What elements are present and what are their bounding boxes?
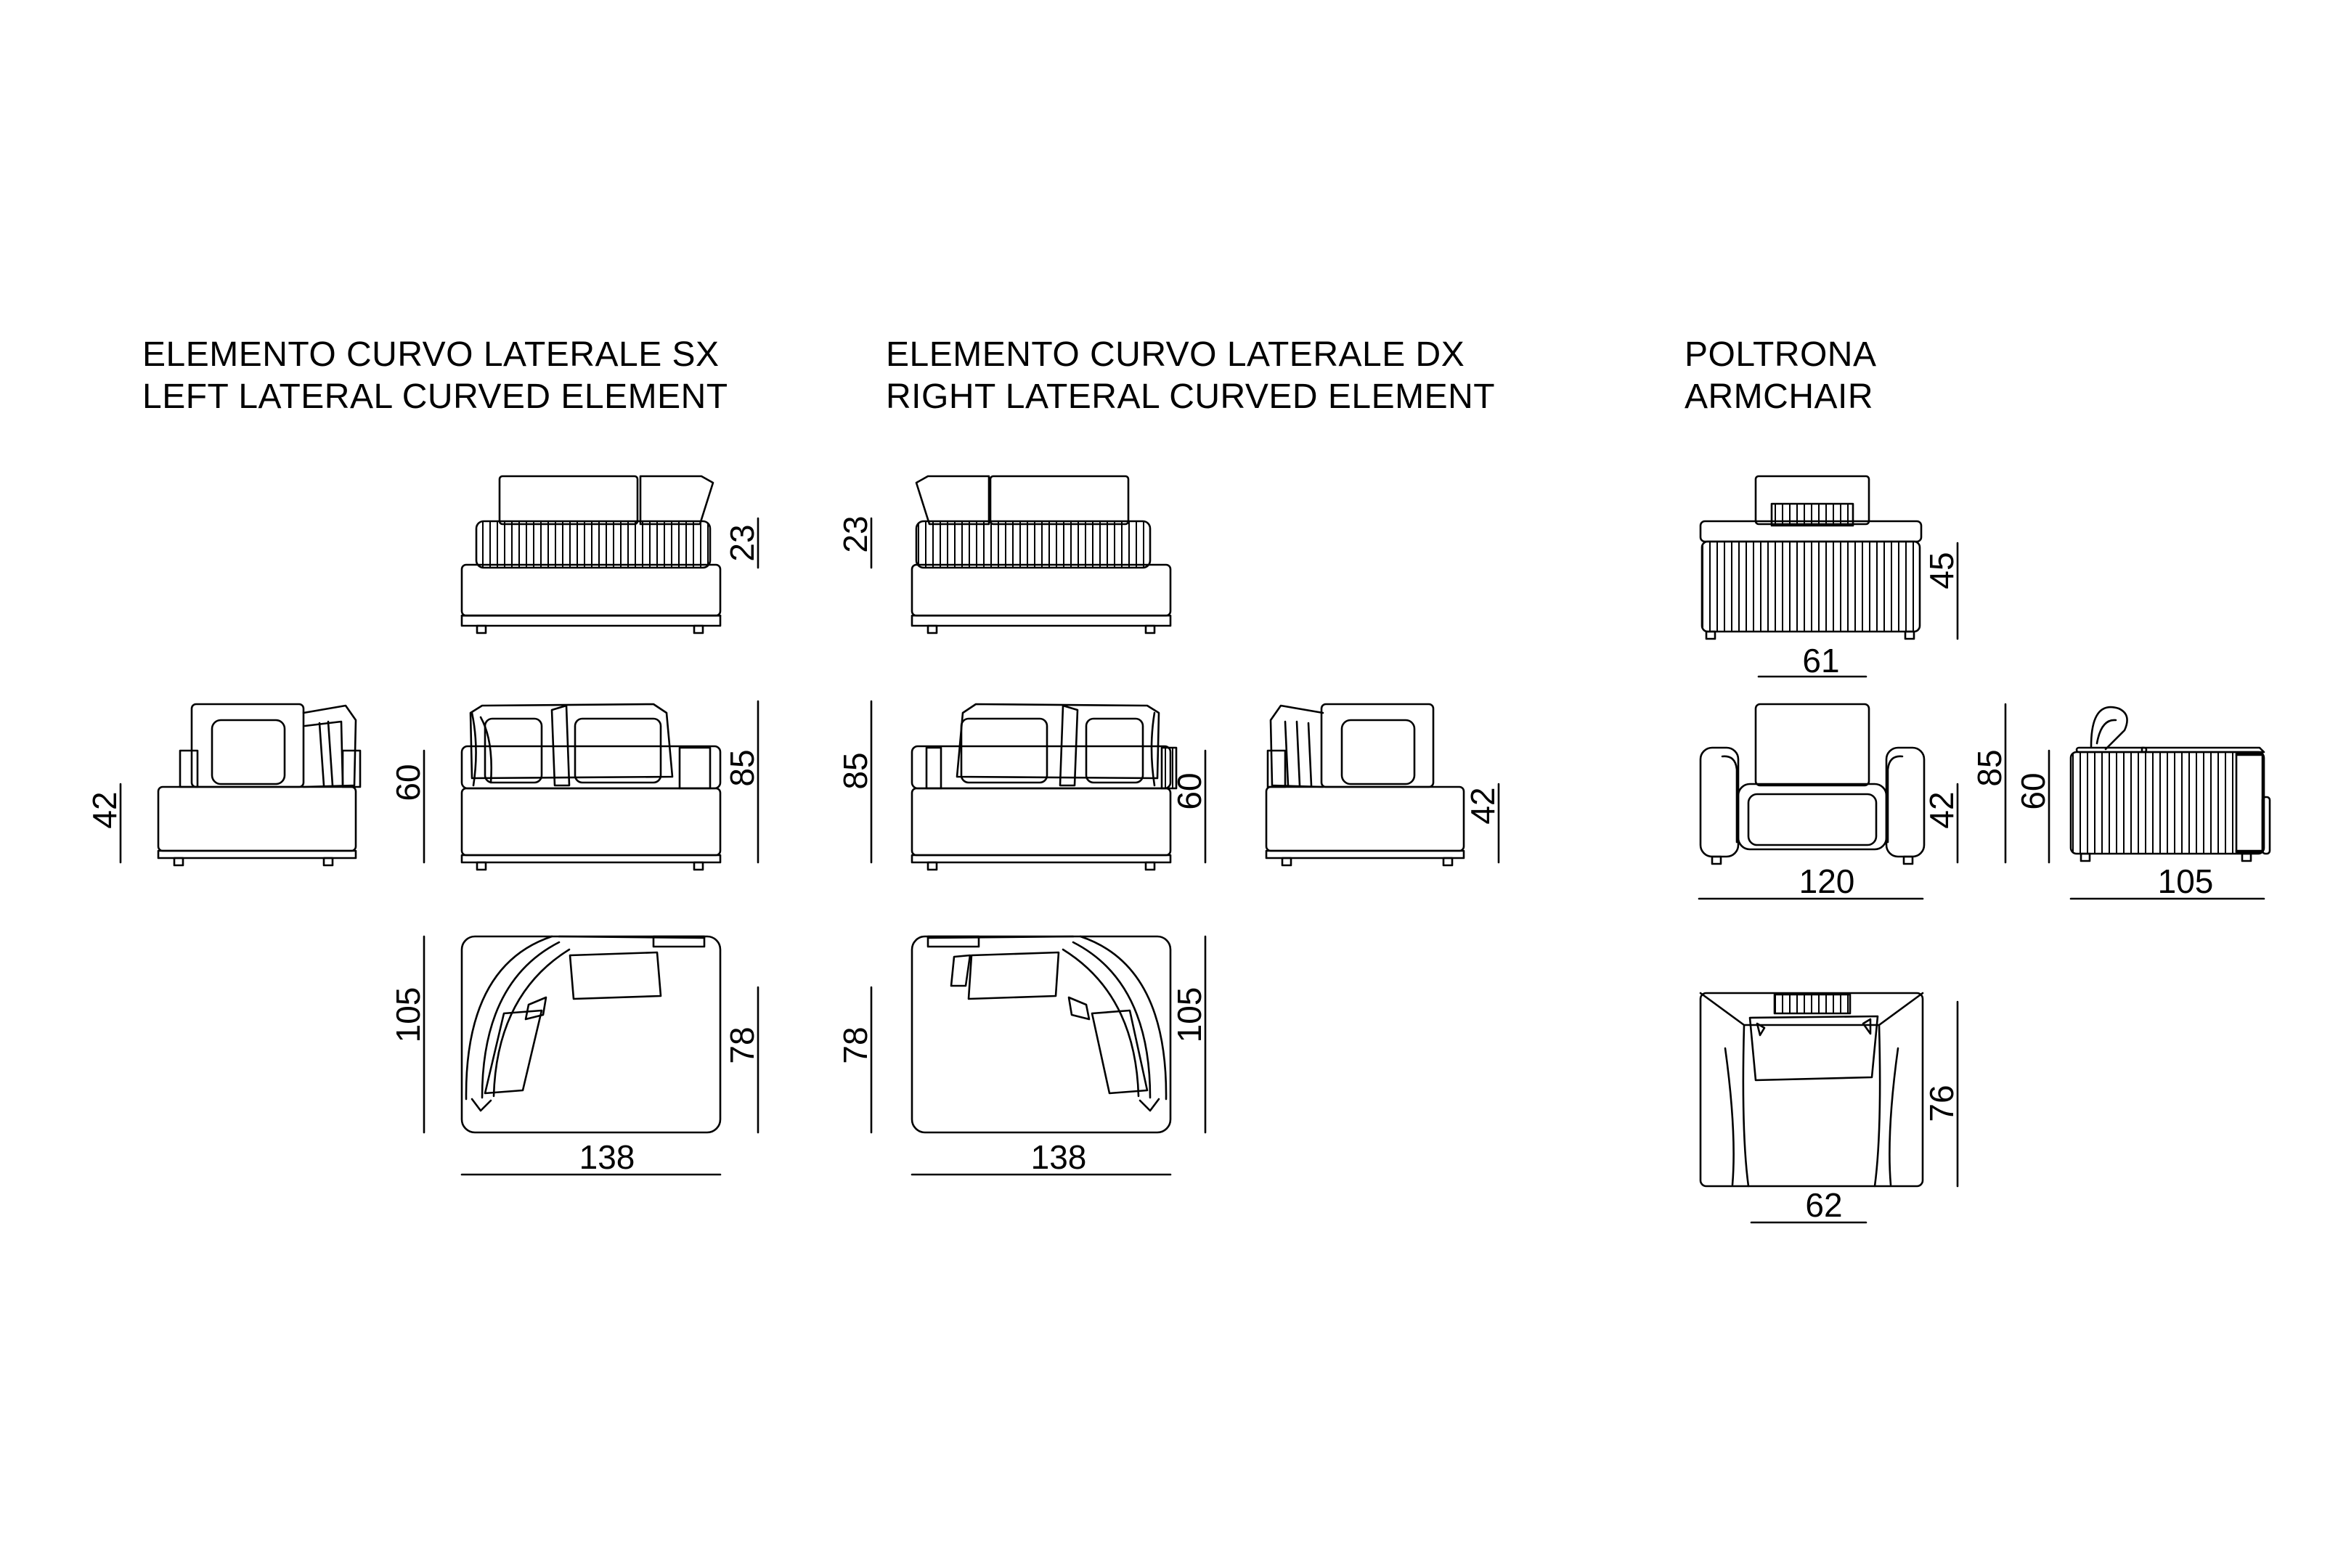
left-front-view [460, 703, 722, 871]
dim-label: 105 [389, 987, 427, 1043]
right-back-view [911, 475, 1172, 634]
section-title-armchair: POLTRONA ARMCHAIR [1685, 334, 1876, 418]
dim-label: 138 [579, 1138, 635, 1176]
dim-label: 78 [723, 1026, 761, 1063]
dim-lines-right-plan [870, 935, 1207, 1176]
dimension-labels: 23 42 60 85 105 78 138 23 85 60 42 78 10… [86, 515, 2213, 1224]
dim-lines-left-front [423, 700, 759, 864]
dim-label: 76 [1923, 1085, 1960, 1122]
dim-label: 85 [836, 752, 874, 789]
dim-label: 105 [2158, 862, 2214, 900]
left-plan-view [460, 935, 722, 1134]
dim-label: 60 [2014, 772, 2052, 809]
dim-label: 105 [1170, 987, 1208, 1043]
dim-label: 62 [1805, 1186, 1842, 1224]
title-italian: ELEMENTO CURVO LATERALE DX [886, 335, 1465, 374]
dim-label: 85 [723, 749, 761, 786]
armchair-side-view [2069, 706, 2271, 862]
title-italian: ELEMENTO CURVO LATERALE SX [142, 335, 720, 374]
title-english: LEFT LATERAL CURVED ELEMENT [142, 377, 728, 416]
section-title-right: ELEMENTO CURVO LATERALE DX RIGHT LATERAL… [886, 334, 1495, 418]
dim-label: 23 [723, 524, 761, 561]
dim-label: 60 [389, 764, 427, 801]
dim-label: 42 [86, 791, 123, 828]
dim-label: 120 [1799, 862, 1855, 900]
left-side-view [157, 703, 362, 867]
dim-label: 138 [1031, 1138, 1087, 1176]
dim-label: 23 [836, 515, 874, 552]
dim-lines-armchair-front [1698, 783, 1959, 900]
dim-lines-left-plan [423, 935, 759, 1176]
title-italian: POLTRONA [1685, 335, 1877, 374]
dim-lines-right-front [870, 700, 1207, 864]
dim-lines-armchair-side [2004, 703, 2265, 900]
dim-label: 42 [1923, 791, 1960, 828]
armchair-front-view [1699, 703, 1926, 865]
dim-lines-armchair-back [1757, 542, 1959, 678]
dim-lines-armchair-plan [1750, 1000, 1959, 1224]
dim-label: 85 [1971, 749, 2008, 786]
dim-label: 61 [1802, 642, 1839, 679]
right-front-view [911, 703, 1178, 871]
dim-label: 42 [1464, 787, 1502, 824]
dim-label: 78 [836, 1026, 874, 1063]
armchair-plan-view [1699, 992, 1924, 1188]
section-title-left: ELEMENTO CURVO LATERALE SX LEFT LATERAL … [142, 334, 728, 418]
right-side-view [1265, 703, 1465, 867]
title-english: ARMCHAIR [1685, 377, 1874, 416]
dim-label: 45 [1923, 552, 1960, 589]
right-plan-view [911, 935, 1172, 1134]
dim-label: 60 [1170, 772, 1208, 809]
left-back-view [460, 475, 722, 634]
armchair-back-view [1699, 475, 1923, 640]
title-english: RIGHT LATERAL CURVED ELEMENT [886, 377, 1496, 416]
